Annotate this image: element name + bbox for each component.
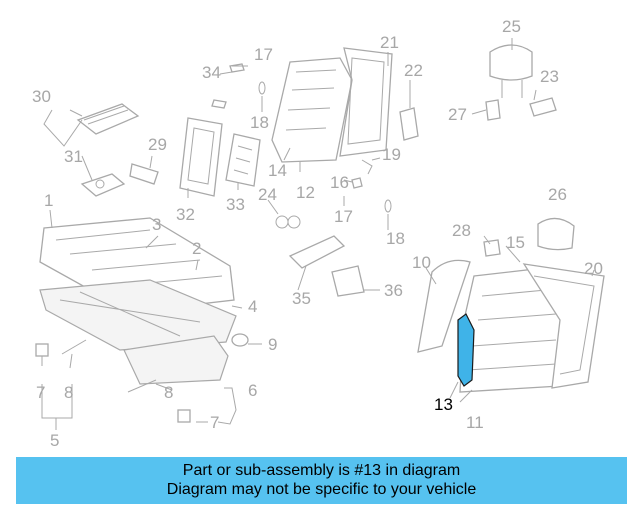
part-19-hook — [361, 159, 373, 175]
part-30-panel — [76, 103, 140, 135]
callout-19: 19 — [382, 145, 401, 164]
part-28-plug — [483, 239, 501, 257]
callout-21: 21 — [380, 33, 399, 52]
callout-26: 26 — [548, 185, 567, 204]
callout-17-mid: 17 — [334, 207, 353, 226]
callout-23: 23 — [540, 67, 559, 86]
part-7-clip-left — [35, 343, 49, 357]
part-12-backrest — [271, 57, 353, 163]
part-6-lower-tray — [123, 335, 229, 385]
part-36-module — [331, 265, 365, 297]
parts-diagram: 17 21 34 25 30 22 23 27 18 29 31 14 12 1… — [32, 17, 605, 450]
part-33-frame — [225, 133, 261, 187]
callout-29: 29 — [148, 135, 167, 154]
callout-16: 16 — [330, 173, 349, 192]
part-9-nut — [231, 333, 249, 347]
callout-8-right: 8 — [164, 383, 173, 402]
info-banner: Part or sub-assembly is #13 in diagram D… — [16, 457, 627, 504]
callout-6: 6 — [248, 381, 257, 400]
part-4-seat-pan — [39, 279, 237, 351]
callout-11: 11 — [466, 413, 484, 432]
callout-27: 27 — [448, 105, 467, 124]
part-23-release — [529, 97, 557, 117]
part-34-clip — [211, 99, 227, 109]
banner-line-part: Part or sub-assembly is #13 in diagram — [182, 462, 461, 479]
part-18-ring-lower — [384, 199, 392, 213]
callout-15: 15 — [506, 233, 525, 252]
callout-32: 32 — [176, 205, 195, 224]
callout-2: 2 — [192, 239, 201, 258]
callout-35: 35 — [292, 289, 311, 308]
callout-labels: 17 21 34 25 30 22 23 27 18 29 31 14 12 1… — [32, 17, 603, 450]
callout-28: 28 — [452, 221, 471, 240]
part-22-bracket — [399, 107, 419, 141]
callout-12: 12 — [296, 183, 315, 202]
banner-line-disclaimer: Diagram may not be specific to your vehi… — [166, 481, 477, 498]
callout-1: 1 — [44, 191, 53, 210]
part-16-clip — [351, 177, 363, 189]
callout-20: 20 — [584, 259, 603, 278]
part-13-highlighted — [457, 313, 475, 387]
callout-14: 14 — [268, 161, 287, 180]
callout-36: 36 — [384, 281, 403, 300]
part-17-fastener — [229, 63, 245, 73]
callout-10: 10 — [412, 253, 431, 272]
callout-22: 22 — [404, 61, 423, 80]
callout-7-left: 7 — [36, 383, 45, 402]
part-8-rod-right — [127, 379, 157, 393]
callout-13-highlighted: 13 — [434, 395, 453, 414]
part-35-module — [288, 235, 346, 269]
callout-9: 9 — [268, 335, 277, 354]
part-10-bolster — [417, 259, 471, 353]
leader-lines — [41, 38, 595, 430]
part-31-bracket — [80, 173, 126, 197]
part-8-rod-left — [61, 339, 87, 355]
part-26-headrest — [537, 217, 575, 251]
callout-18-top: 18 — [250, 113, 269, 132]
part-18-ring — [258, 81, 266, 95]
part-27-guide — [485, 99, 501, 121]
callout-30: 30 — [32, 87, 51, 106]
part-20-frame — [522, 263, 605, 389]
part-29-pad — [129, 163, 159, 185]
callout-3: 3 — [152, 215, 161, 234]
part-32-frame — [179, 117, 223, 197]
part-21-frame — [339, 47, 393, 157]
part-7-clip-right — [177, 409, 191, 423]
callout-18-mid: 18 — [386, 229, 405, 248]
callout-34: 34 — [202, 63, 221, 82]
callout-5: 5 — [50, 431, 59, 450]
part-24-grommets — [275, 215, 301, 229]
callout-17-top: 17 — [254, 45, 273, 64]
callout-8-left: 8 — [64, 383, 73, 402]
part-25-headrest — [489, 44, 533, 98]
callout-25: 25 — [502, 17, 521, 36]
callout-24: 24 — [258, 185, 277, 204]
callout-31: 31 — [64, 147, 83, 166]
callout-4: 4 — [248, 297, 257, 316]
callout-7-right: 7 — [210, 413, 219, 432]
callout-33: 33 — [226, 195, 245, 214]
